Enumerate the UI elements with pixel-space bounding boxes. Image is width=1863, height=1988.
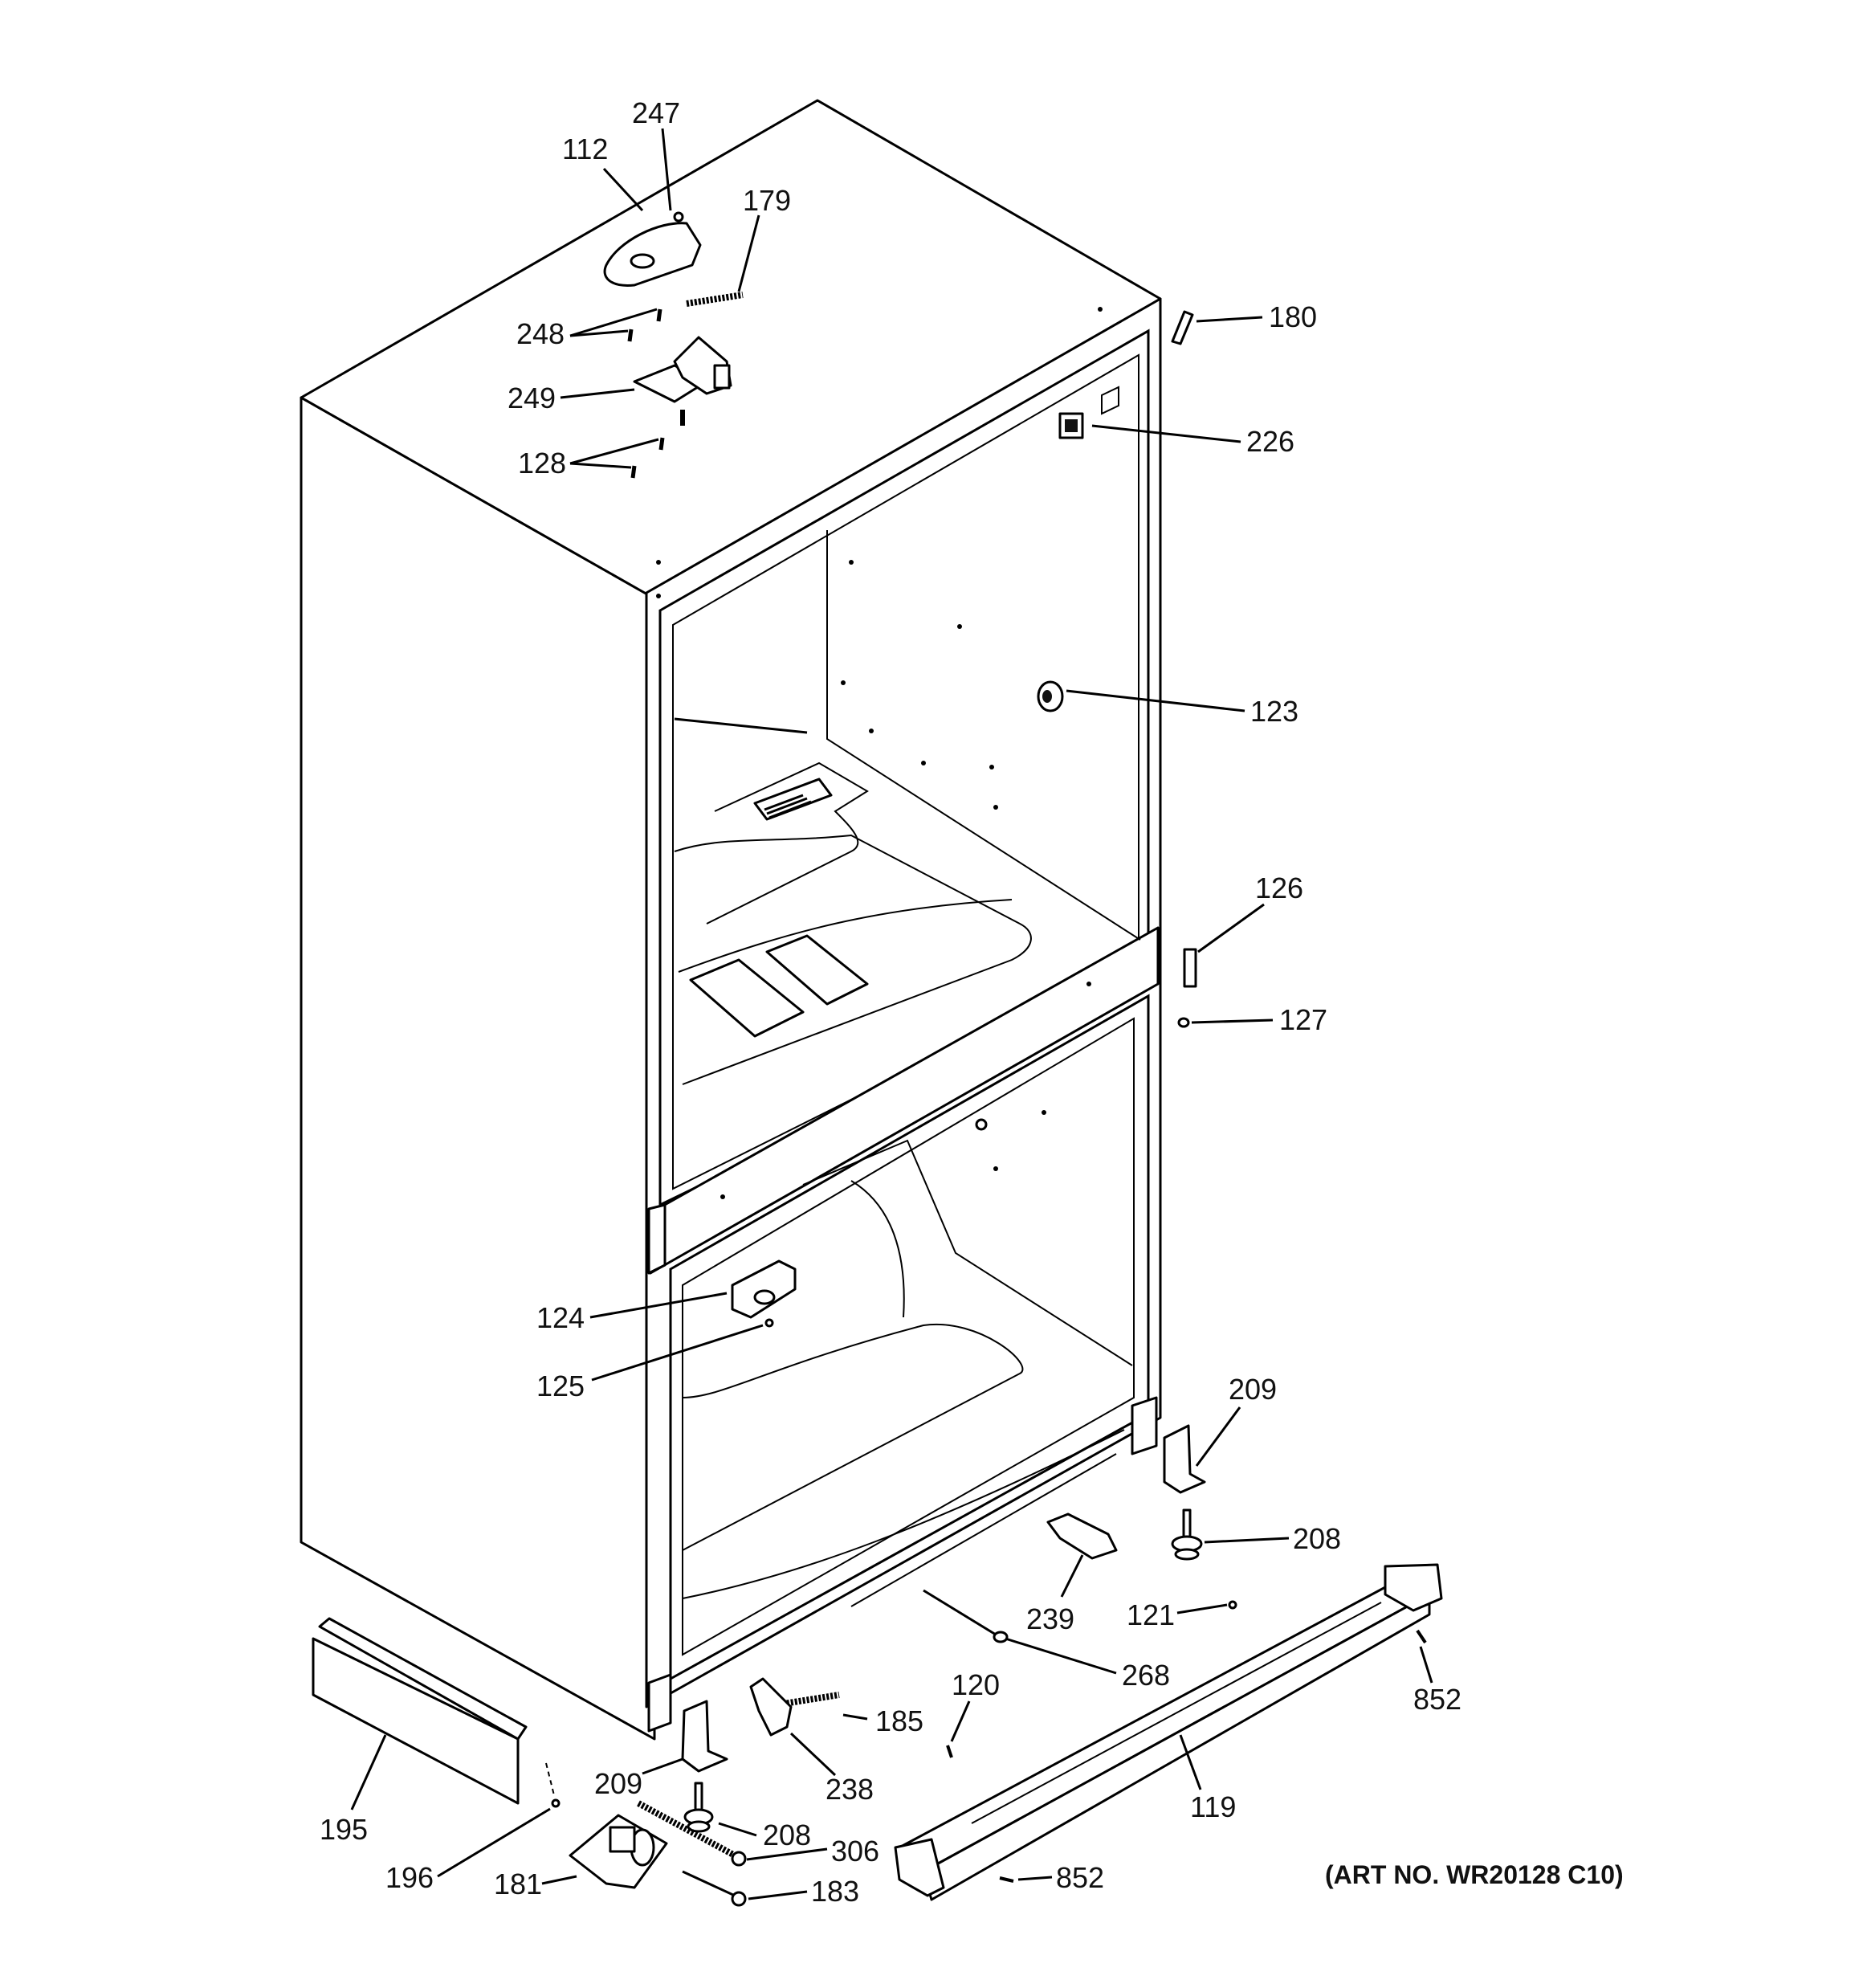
cabinet-front-frame — [645, 297, 1162, 1708]
screw-121 — [1228, 1600, 1237, 1610]
top-hinge — [633, 336, 732, 426]
toe-grille-rail — [850, 1453, 1117, 1607]
callout-123: 123 — [1250, 695, 1298, 728]
light-switch — [1058, 386, 1119, 439]
refrigerator-cabinet — [300, 99, 1162, 1741]
leveling-leg-left — [683, 1782, 714, 1833]
screw-852-right — [1416, 1629, 1427, 1644]
freezer-basket-rail — [682, 1323, 1024, 1551]
callout-127: 127 — [1279, 1003, 1327, 1036]
strike-screw — [1177, 1017, 1190, 1028]
callout-249: 249 — [508, 382, 556, 414]
leveling-bolt-306 — [637, 1800, 747, 1867]
screw-196 — [545, 1762, 561, 1808]
callout-195: 195 — [320, 1813, 368, 1846]
callout-226: 226 — [1246, 425, 1294, 458]
closer-spring-185 — [778, 1692, 840, 1708]
door-closer-spring — [686, 292, 744, 307]
callout-238: 238 — [826, 1773, 874, 1806]
freezer-hinge-bracket-left — [647, 1673, 672, 1733]
mullion-bracket-left — [647, 1203, 667, 1275]
shelf-slide-left — [689, 958, 805, 1038]
hinge-screws-128 — [630, 437, 665, 479]
freezer-floor — [682, 1429, 1125, 1599]
kick-plate-195 — [312, 1617, 528, 1805]
door-strike — [1183, 948, 1197, 988]
center-hinge — [731, 1259, 797, 1319]
callout-208-left: 208 — [763, 1819, 811, 1851]
roller-assembly-181 — [569, 1814, 668, 1889]
callout-239: 239 — [1026, 1602, 1074, 1635]
callout-306: 306 — [831, 1835, 879, 1868]
callout-209-right: 209 — [1229, 1373, 1277, 1406]
callout-121: 121 — [1127, 1598, 1175, 1631]
cabinet-side-panel — [300, 396, 656, 1741]
leveling-bracket-right — [1163, 1424, 1206, 1494]
callout-248: 248 — [516, 317, 565, 350]
screw-852-bottom — [999, 1876, 1014, 1883]
door-stop-180 — [1171, 310, 1194, 345]
callout-196: 196 — [385, 1861, 434, 1894]
toe-grille-119 — [894, 1563, 1443, 1901]
callout-183: 183 — [811, 1875, 859, 1908]
callout-125: 125 — [536, 1370, 585, 1402]
leveling-bracket-left — [681, 1700, 728, 1773]
hinge-screws-248 — [627, 308, 662, 342]
mounting-holes — [656, 307, 1103, 1199]
callout-126: 126 — [1255, 872, 1303, 904]
art-number: (ART NO. WR20128 C10) — [1325, 1860, 1624, 1889]
callout-112: 112 — [562, 133, 608, 165]
callout-labels: 112 247 179 180 248 249 226 128 123 126 … — [320, 96, 1624, 1908]
shelf-rail — [674, 717, 808, 734]
callout-208-right: 208 — [1293, 1522, 1341, 1555]
callout-209-left: 209 — [594, 1767, 642, 1800]
crisper-drawer-outline — [706, 761, 869, 925]
freezer-divider — [850, 1180, 905, 1318]
callout-180: 180 — [1269, 300, 1317, 333]
leveling-leg-right — [1171, 1508, 1203, 1561]
callout-124: 124 — [536, 1301, 585, 1334]
callout-247: 247 — [632, 96, 680, 129]
callout-119: 119 — [1190, 1790, 1236, 1823]
door-closer-238 — [749, 1677, 793, 1737]
callout-179: 179 — [743, 184, 791, 217]
center-hinge-screw — [764, 1318, 774, 1328]
top-hinge-cover — [603, 222, 702, 287]
fresh-food-back-wall — [826, 530, 1141, 941]
screw-120 — [946, 1745, 953, 1758]
callout-268: 268 — [1122, 1659, 1170, 1692]
door-rod — [923, 1589, 1009, 1643]
callout-185: 185 — [875, 1704, 923, 1737]
freezer-hinge-bracket-right — [1131, 1396, 1158, 1455]
freezer-liner-edge — [682, 1017, 1135, 1656]
hinge-cover-screw — [673, 211, 684, 222]
callout-852-bottom: 852 — [1056, 1861, 1104, 1894]
vent-slots — [764, 794, 812, 819]
callout-120: 120 — [952, 1668, 1000, 1701]
crisper-cover — [674, 834, 1032, 1085]
callout-128: 128 — [518, 447, 566, 480]
shelf-stop-bumper — [1037, 680, 1064, 712]
shelf-slide-right — [765, 934, 869, 1006]
callout-181: 181 — [494, 1868, 542, 1900]
bolt-183 — [682, 1870, 747, 1907]
freezer-back-wall — [802, 1139, 1133, 1366]
callout-852-right: 852 — [1413, 1683, 1461, 1716]
door-closer-cam — [1046, 1512, 1118, 1560]
leader-lines — [350, 128, 1433, 1900]
fresh-food-floor — [678, 899, 1013, 973]
